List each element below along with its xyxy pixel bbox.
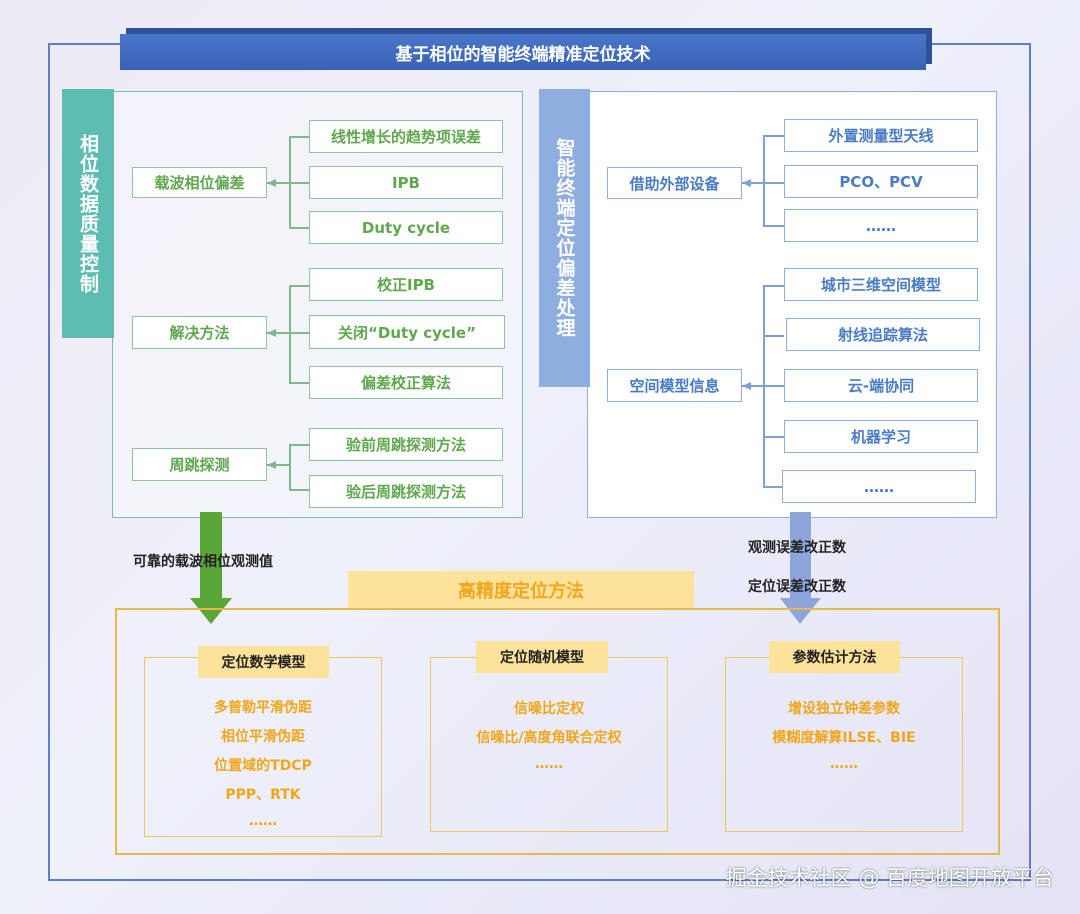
item-bias-correction: 偏差校正算法 xyxy=(309,366,503,399)
high-precision-label: 高精度定位方法 xyxy=(348,571,694,608)
math-item: 位置域的TDCP xyxy=(214,758,312,774)
connector xyxy=(763,385,784,387)
connector xyxy=(763,436,784,438)
right-panel xyxy=(587,91,997,518)
right-section-tag: 智能终端定位偏差处理 xyxy=(539,89,590,387)
item-duty-cycle: Duty cycle xyxy=(309,211,503,244)
math-model-head: 定位数学模型 xyxy=(198,646,329,678)
left-section-tag: 相位数据质量控制 xyxy=(62,89,114,338)
connector xyxy=(289,285,291,383)
parameter-estimation-panel: 增设独立钟差参数 模糊度解算ILSE、BIE …… xyxy=(725,657,963,832)
positioning-correction-label: 定位误差改正数 xyxy=(748,579,846,595)
stochastic-model-head: 定位随机模型 xyxy=(476,641,608,673)
estimation-item: 增设独立钟差参数 xyxy=(788,701,900,717)
stochastic-item: 信噪比/高度角联合定权 xyxy=(476,730,622,746)
item-3d-city-model: 城市三维空间模型 xyxy=(784,268,978,301)
connector xyxy=(763,486,784,488)
connector xyxy=(763,182,784,184)
item-machine-learning: 机器学习 xyxy=(784,420,978,453)
stochastic-model-panel: 信噪比定权 信噪比/高度角联合定权 …… xyxy=(430,657,668,832)
math-model-panel: 多普勒平滑伪距 相位平滑伪距 位置域的TDCP PPP、RTK …… xyxy=(144,657,382,837)
watermark-text: 掘金技术社区 @ 百度地图开放平台 xyxy=(725,866,1054,890)
stochastic-item: 信噪比定权 xyxy=(514,701,584,717)
item-ipb: IPB xyxy=(309,166,503,199)
group-label-external-devices: 借助外部设备 xyxy=(607,167,742,199)
item-more: …… xyxy=(782,470,976,503)
math-item: PPP、RTK xyxy=(225,787,301,803)
estimation-item: …… xyxy=(830,756,858,772)
item-external-antenna: 外置测量型天线 xyxy=(784,119,978,152)
connector xyxy=(289,444,309,446)
reliable-phase-label: 可靠的载波相位观测值 xyxy=(133,554,273,570)
connector xyxy=(289,444,291,490)
item-pco-pcv: PCO、PCV xyxy=(784,165,978,198)
math-item: 相位平滑伪距 xyxy=(221,729,305,745)
connector xyxy=(289,285,309,287)
connector xyxy=(763,335,784,337)
connector xyxy=(763,225,784,227)
connector xyxy=(289,182,309,184)
high-precision-panel xyxy=(115,608,1000,855)
connector xyxy=(289,382,309,384)
math-item: …… xyxy=(249,813,277,829)
connector xyxy=(289,489,309,491)
item-cloud-edge: 云-端协同 xyxy=(784,369,978,402)
group-label-cycle-slip: 周跳探测 xyxy=(132,448,267,481)
connector xyxy=(742,182,764,184)
parameter-estimation-head: 参数估计方法 xyxy=(769,641,900,673)
group-label-spatial-model: 空间模型信息 xyxy=(607,369,742,402)
connector xyxy=(763,135,784,137)
group-label-carrier-phase-bias: 载波相位偏差 xyxy=(132,167,267,198)
connector xyxy=(267,464,290,466)
connector xyxy=(763,135,765,226)
observation-correction-label: 观测误差改正数 xyxy=(748,540,846,556)
connector xyxy=(763,285,784,287)
connector xyxy=(267,182,290,184)
connector xyxy=(742,385,764,387)
connector xyxy=(267,332,290,334)
item-correct-ipb: 校正IPB xyxy=(309,268,503,301)
item-more: …… xyxy=(784,209,978,242)
connector xyxy=(289,136,309,138)
stochastic-item: …… xyxy=(535,756,563,772)
connector xyxy=(289,332,309,334)
item-ray-tracing: 射线追踪算法 xyxy=(786,318,980,351)
item-post-cycle-slip: 验后周跳探测方法 xyxy=(309,475,503,508)
item-linear-trend-error: 线性增长的趋势项误差 xyxy=(309,120,503,153)
diagram-title: 基于相位的智能终端精准定位技术 xyxy=(120,34,926,70)
item-disable-duty-cycle: 关闭“Duty cycle” xyxy=(309,315,505,349)
connector xyxy=(289,227,309,229)
group-label-solutions: 解决方法 xyxy=(132,316,267,349)
math-item: 多普勒平滑伪距 xyxy=(214,700,312,716)
estimation-item: 模糊度解算ILSE、BIE xyxy=(772,730,916,746)
item-pre-cycle-slip: 验前周跳探测方法 xyxy=(309,428,503,461)
